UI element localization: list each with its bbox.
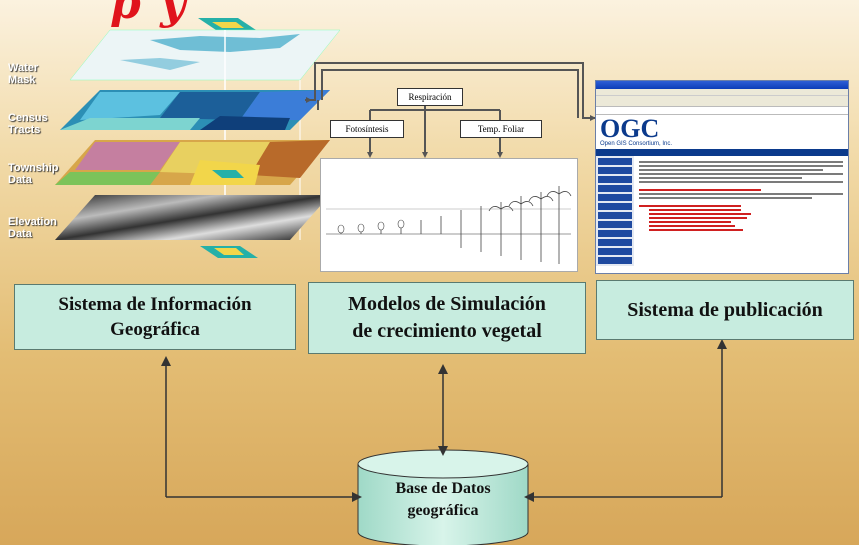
slide-title-fragment: p y [110, 0, 188, 29]
census-tracts-layer [60, 90, 330, 130]
box-pub-line1: Sistema de publicación [627, 298, 823, 321]
sim-input-temp-foliar: Temp. Foliar [460, 120, 542, 138]
box-gis: Sistema de Información Geográfica [14, 284, 296, 350]
ogc-body [596, 156, 848, 266]
plant-growth-diagram [320, 158, 578, 272]
database-label: Base de Datos geográfica [358, 478, 528, 522]
plant-growth-illustration [326, 186, 572, 264]
db-connectors [165, 345, 723, 498]
ogc-logo: OGC [600, 114, 660, 143]
ogc-website-screenshot: OGC Open GIS Consortium, Inc. [595, 80, 849, 274]
elevation-layer [55, 195, 330, 258]
layer-label-township-data: Township Data [8, 162, 59, 186]
database-label-line1: Base de Datos [395, 480, 491, 497]
box-simulation: Modelos de Simulación de crecimiento veg… [308, 282, 586, 354]
water-mask-layer [69, 29, 341, 81]
sim-input-respiracion: Respiración [397, 88, 463, 106]
ogc-nav-strip [596, 149, 848, 156]
box-publication: Sistema de publicación [596, 280, 854, 340]
layer-label-elevation-data: Elevation Data [8, 216, 57, 240]
db-arrowheads [161, 339, 727, 502]
layer-label-water-mask: Water Mask [8, 62, 39, 86]
browser-menubar [596, 89, 848, 96]
browser-addressbar [596, 107, 848, 115]
layer-label-census-tracts: Census Tracts [8, 112, 48, 136]
database-cylinder [357, 449, 529, 545]
ogc-content [634, 156, 848, 266]
sim-input-fotosintesis: Fotosíntesis [330, 120, 404, 138]
ogc-sidebar [596, 156, 634, 266]
township-layer [55, 140, 330, 185]
ogc-logo-subtitle: Open GIS Consortium, Inc. [600, 141, 673, 147]
ogc-header: OGC Open GIS Consortium, Inc. [596, 115, 848, 149]
sim-arrowheads [306, 97, 596, 158]
browser-titlebar [596, 81, 848, 89]
layer-stack-top-icon [198, 18, 256, 30]
box-sim-line2: de crecimiento vegetal [352, 320, 542, 342]
box-gis-line1: Sistema de Información [58, 294, 252, 315]
database-label-line2: geográfica [407, 502, 479, 519]
box-sim-line1: Modelos de Simulación [348, 293, 546, 315]
sim-connectors [305, 62, 595, 155]
browser-toolbar [596, 96, 848, 107]
box-gis-line2: Geográfica [110, 319, 200, 340]
